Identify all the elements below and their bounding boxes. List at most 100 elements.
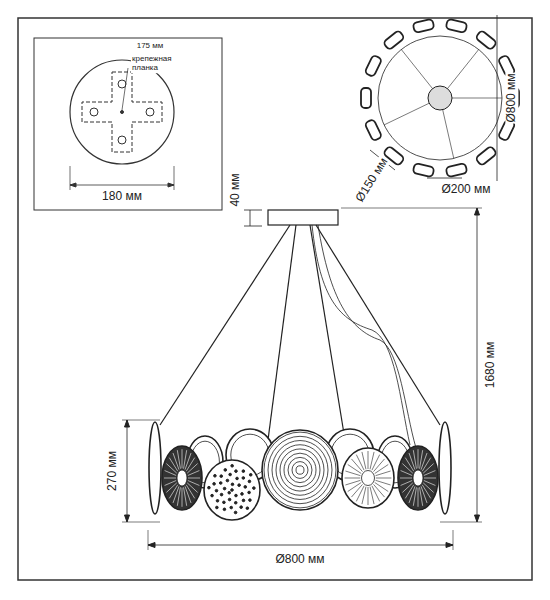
- dimension-label: Ø800 мм: [505, 72, 518, 123]
- disc-spoke: [423, 483, 433, 493]
- dimension-label: 175 мм: [136, 42, 165, 51]
- disc-dot: [248, 491, 251, 494]
- disc-dot: [244, 486, 247, 489]
- plan-disc: [446, 163, 468, 177]
- disc-dot: [253, 487, 256, 490]
- disc-dot: [216, 506, 219, 509]
- disc-spoke: [187, 483, 197, 493]
- disc-dot: [248, 480, 251, 483]
- disc-spoke: [401, 480, 413, 485]
- disc-dot: [249, 499, 252, 502]
- disc-dot: [235, 494, 238, 497]
- disc-dot: [240, 506, 243, 509]
- plan-disc: [383, 30, 405, 50]
- disc-spoke: [169, 458, 177, 472]
- disc-spoke: [362, 452, 366, 469]
- disc-spoke: [376, 471, 391, 476]
- disc-ring: [276, 445, 324, 496]
- disc-dot: [230, 506, 233, 509]
- plan-disc: [446, 19, 468, 33]
- disc-ring: [264, 432, 336, 508]
- disc-spoke: [356, 486, 364, 502]
- disc-spoke: [376, 478, 392, 479]
- disc-ring: [288, 457, 312, 482]
- dimension-label: 1680 мм: [484, 341, 497, 390]
- disc-spoke: [345, 478, 361, 479]
- plan-disc: [413, 19, 435, 33]
- disc-dot: [223, 487, 226, 490]
- plan-spoke: [447, 50, 478, 89]
- disc-dot: [214, 474, 217, 477]
- plan-spoke: [401, 50, 432, 89]
- disc-dot: [220, 475, 223, 478]
- disc-spoke: [165, 480, 177, 485]
- disc-spoke: [418, 488, 419, 507]
- plan-view: [361, 15, 519, 181]
- disc-dot: [249, 474, 252, 477]
- disc-dot: [208, 486, 211, 489]
- disc-dot: [215, 489, 218, 492]
- inset-frame: [34, 38, 222, 210]
- disc-spoke: [186, 458, 194, 472]
- disc-dot: [219, 482, 222, 485]
- disc-spoke: [374, 459, 385, 472]
- disc-ring: [296, 466, 304, 474]
- disc-ring: [284, 453, 316, 487]
- disc-spoke: [372, 455, 380, 471]
- disc-spoke: [166, 464, 176, 474]
- disc-hub: [362, 471, 375, 486]
- disc-spoke: [424, 478, 436, 479]
- disc-spoke: [405, 485, 413, 499]
- disc-spoke: [188, 471, 200, 476]
- disc-spoke: [370, 487, 374, 504]
- disc-dot: [242, 499, 245, 502]
- dimension-label: 270 мм: [106, 450, 119, 492]
- disc-spoke: [351, 484, 362, 497]
- plan-disc: [475, 146, 497, 166]
- disc-spoke: [420, 487, 423, 506]
- disc-dot: [238, 484, 241, 487]
- disc-spoke: [182, 488, 183, 507]
- disc: [398, 446, 438, 510]
- disc: [439, 422, 451, 514]
- disc-spoke: [368, 487, 369, 505]
- dimension-label: Ø200 мм: [440, 183, 491, 196]
- disc-dot: [242, 470, 245, 473]
- disc-dot: [236, 477, 239, 480]
- disc-dot: [228, 491, 231, 494]
- disc-spoke: [185, 453, 191, 470]
- mounting-plate-view: [70, 60, 174, 190]
- disc-dot: [211, 494, 214, 497]
- disc-dot: [224, 469, 227, 472]
- disc: [149, 422, 161, 514]
- disc-spoke: [409, 486, 415, 503]
- disc-ring: [268, 436, 332, 503]
- plan-disc: [364, 55, 382, 77]
- disc-spoke: [400, 478, 412, 479]
- disc-spoke: [421, 453, 427, 470]
- disc-dot: [231, 489, 234, 492]
- disc-spoke: [402, 464, 412, 474]
- disc-spoke: [164, 478, 176, 479]
- disc-dot: [223, 501, 226, 504]
- disc-spoke: [418, 449, 419, 468]
- disc-dot: [234, 501, 237, 504]
- plan-disc: [364, 119, 382, 141]
- plan-spoke: [384, 103, 429, 125]
- plan-disc: [475, 30, 497, 50]
- disc-spoke: [177, 450, 180, 469]
- plan-spoke: [443, 110, 454, 159]
- disc-spoke: [368, 451, 369, 469]
- disc-spoke: [374, 484, 385, 497]
- disc-spoke: [173, 486, 179, 503]
- disc-dot: [231, 483, 234, 486]
- plan-spoke: [452, 98, 502, 99]
- disc-spoke: [169, 485, 177, 499]
- disc-spoke: [345, 480, 360, 485]
- disc-spoke: [184, 487, 187, 506]
- disc: [262, 430, 338, 510]
- plan-disc: [413, 163, 435, 177]
- plan-disc: [361, 88, 371, 108]
- disc-spoke: [351, 459, 362, 472]
